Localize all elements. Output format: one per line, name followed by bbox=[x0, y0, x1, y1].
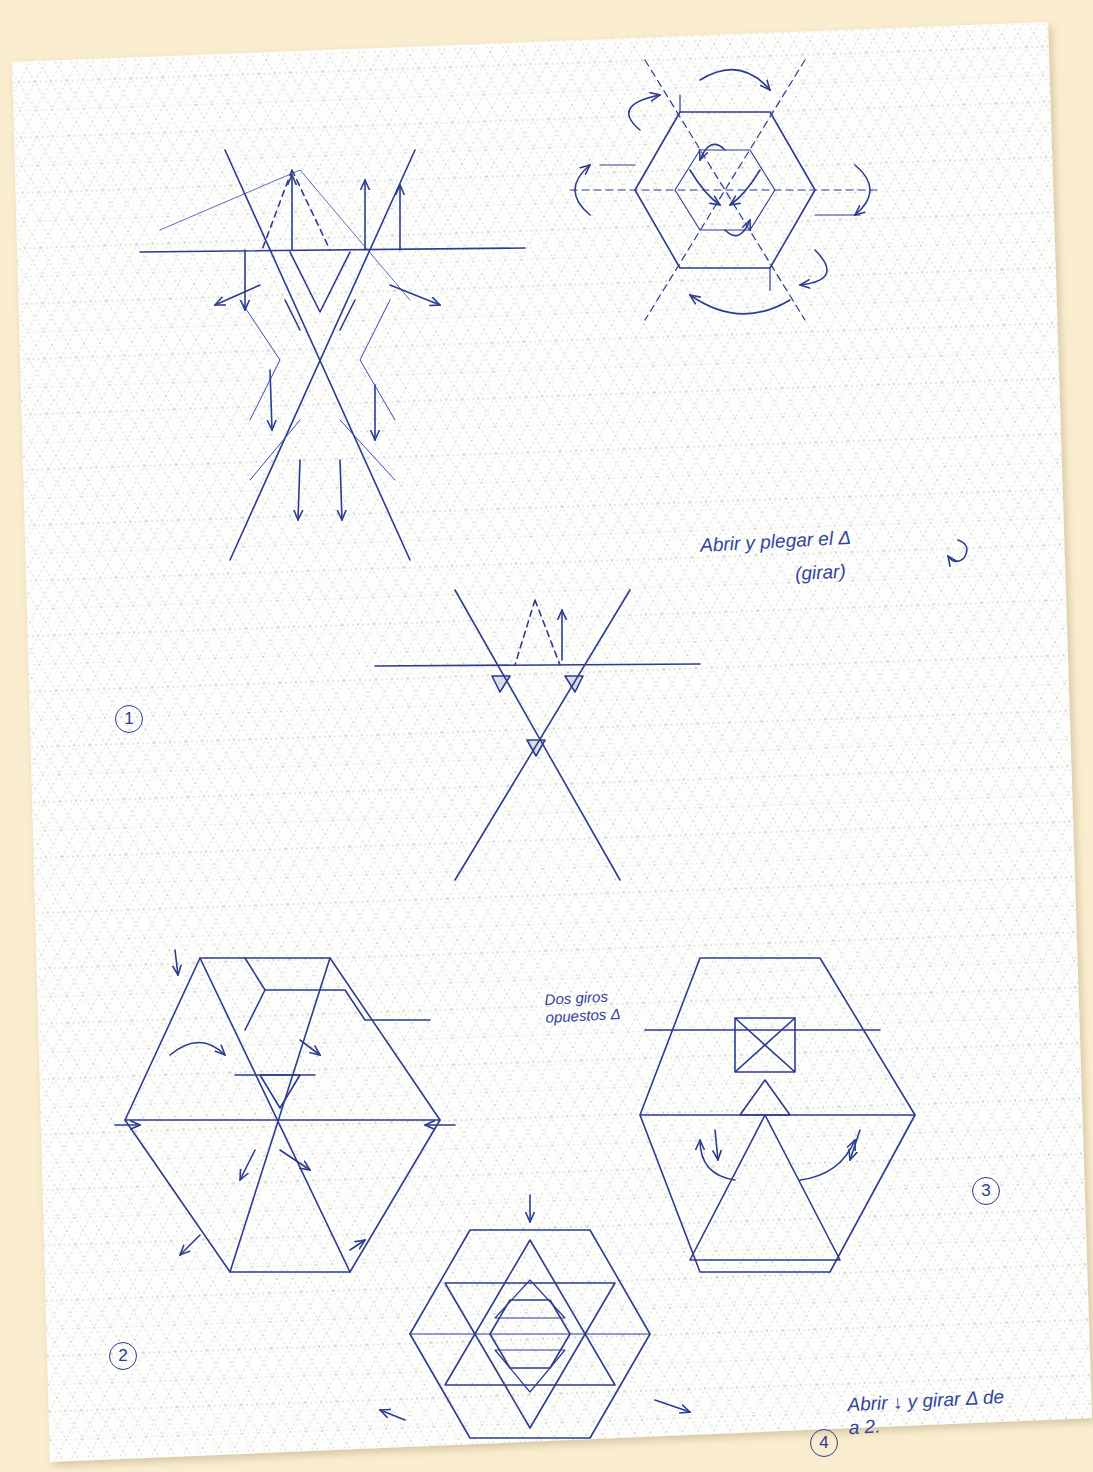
rotate-symbol bbox=[948, 540, 967, 562]
instruction-note: Abrir ↓ y girar Δ de a 2. bbox=[847, 1386, 1009, 1440]
step-number: 2 bbox=[109, 1342, 137, 1370]
step-2-figure bbox=[115, 950, 455, 1272]
instruction-note: Abrir y plegar el Δ bbox=[700, 521, 961, 557]
paper-sheet bbox=[12, 22, 1092, 1462]
step-number: 4 bbox=[810, 1429, 838, 1457]
step-number: 3 bbox=[972, 1177, 1000, 1205]
instruction-note: Dos giros opuestos Δ bbox=[544, 985, 656, 1027]
hexagon-fold-figure bbox=[570, 60, 880, 320]
triangular-grid bbox=[12, 22, 1092, 1462]
crease-figure bbox=[140, 150, 525, 560]
instruction-note: (girar) bbox=[794, 557, 915, 586]
step-number: 1 bbox=[115, 705, 143, 733]
step-4-figure bbox=[380, 1195, 690, 1438]
step-3-figure bbox=[640, 958, 915, 1272]
step-1-figure bbox=[375, 590, 700, 880]
